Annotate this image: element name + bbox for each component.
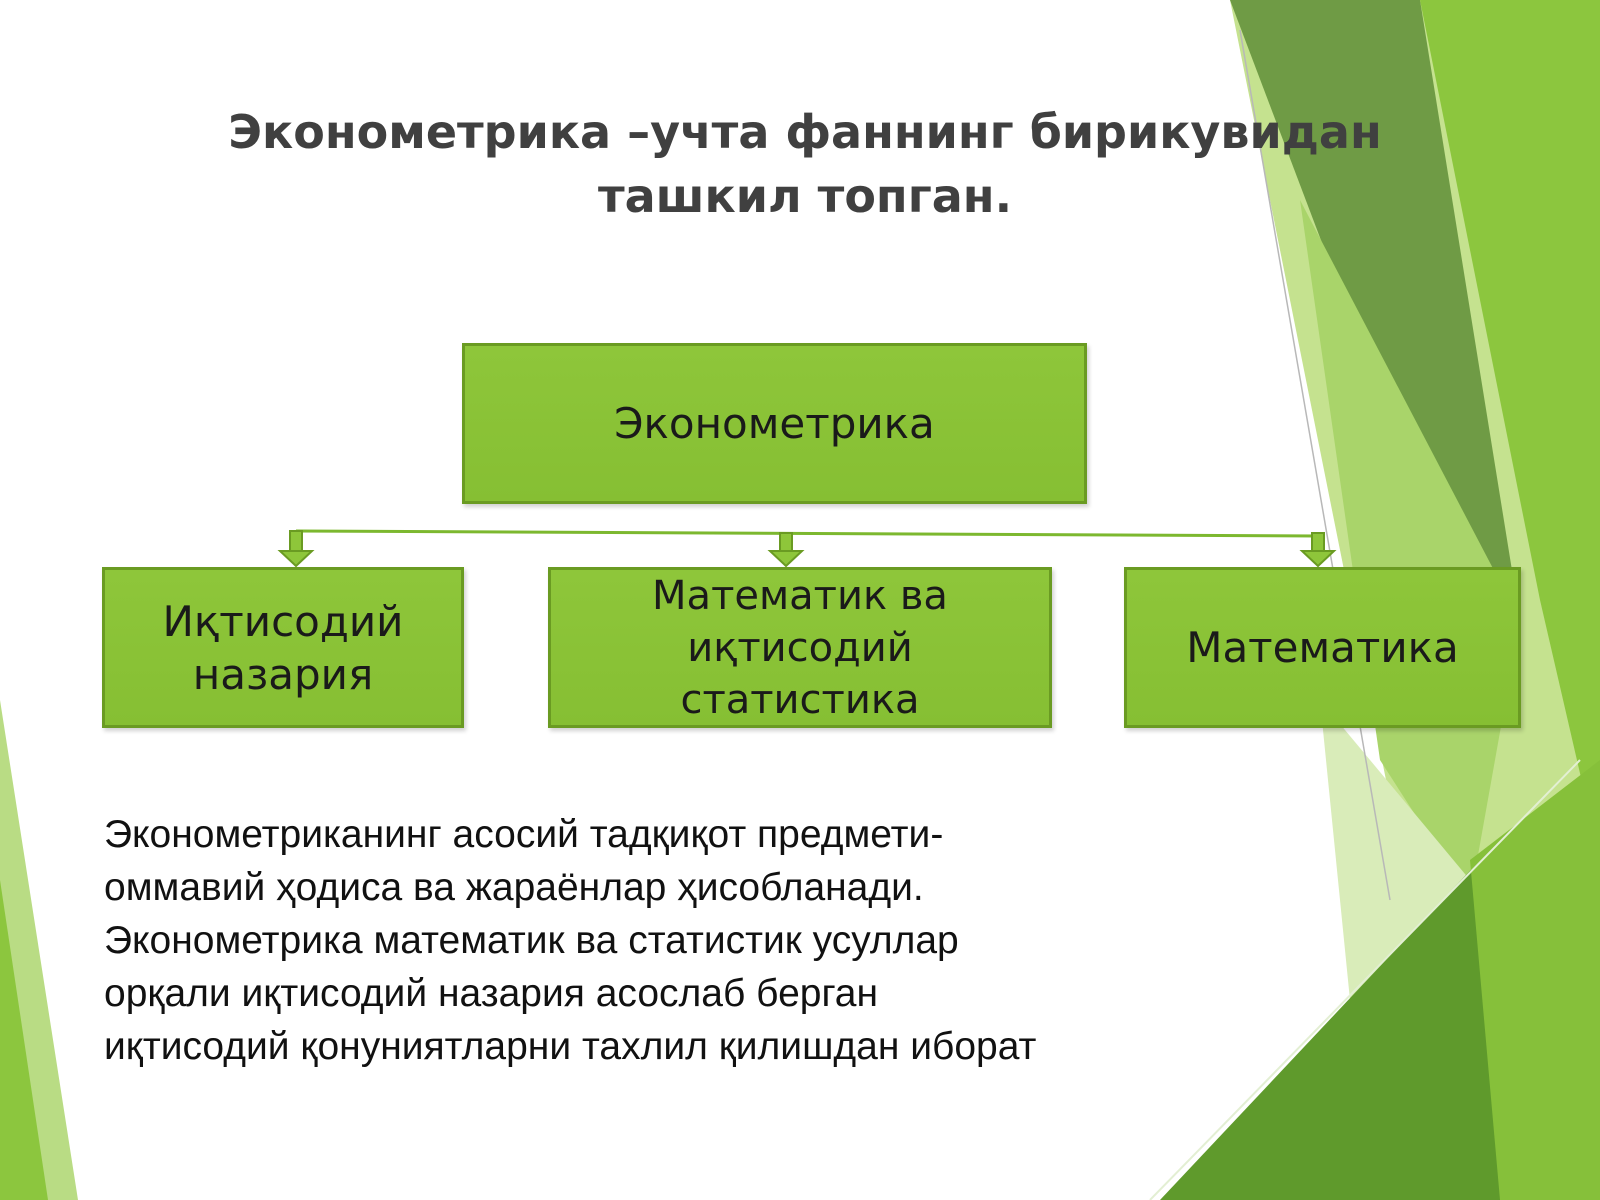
diagram-box-mathematics: Математика: [1124, 567, 1521, 728]
diagram-box-economic-statistics-line-2: иқтисодий: [687, 624, 913, 671]
body-line-2: оммавий ҳодиса ва жараёнлар ҳисобланади.: [104, 866, 924, 909]
diagram-box-economic-statistics: Математик ва иқтисодий статистика: [548, 567, 1052, 728]
bg-thin-line-1: [1239, 29, 1391, 901]
diagram-box-economic-theory: Иқтисодий назария: [102, 567, 464, 728]
body-paragraph: Эконометриканинг асосий тадқиқот предмет…: [104, 808, 1334, 1073]
body-line-5: иқтисодий қонуниятларни тахлил қилишдан …: [104, 1025, 1037, 1068]
bg-shard-green-bottom: [1470, 760, 1600, 1200]
bg-shard-dark-bottom: [1160, 860, 1530, 1200]
diagram-box-economic-theory-line-1: Иқтисодий: [162, 596, 404, 646]
body-line-4: орқали иқтисодий назария асослаб берган: [104, 972, 879, 1015]
diagram-box-economic-theory-line-2: назария: [192, 649, 374, 699]
bg-shard-left-bright: [0, 880, 48, 1200]
body-line-1: Эконометриканинг асосий тадқиқот предмет…: [104, 813, 944, 856]
diagram-box-economic-statistics-line-1: Математик ва: [652, 572, 948, 619]
slide-title-line-2: ташкил топган.: [597, 169, 1013, 223]
bg-thin-line-2: [1149, 759, 1581, 1200]
diagram-box-econometrics-label: Эконометрика: [614, 398, 935, 448]
bg-shard-bright: [1420, 0, 1600, 860]
slide-title-line-1: Эконометрика –учта фаннинг бирикувидан: [228, 105, 1382, 159]
slide-title: Эконометрика –учта фаннинг бирикувидан т…: [160, 100, 1450, 228]
diagram-box-economic-statistics-line-3: статистика: [680, 676, 920, 723]
diagram-box-econometrics: Эконометрика: [462, 343, 1087, 504]
diagram-box-mathematics-label: Математика: [1186, 622, 1459, 672]
body-line-3: Эконометрика математик ва статистик усул…: [104, 919, 959, 962]
